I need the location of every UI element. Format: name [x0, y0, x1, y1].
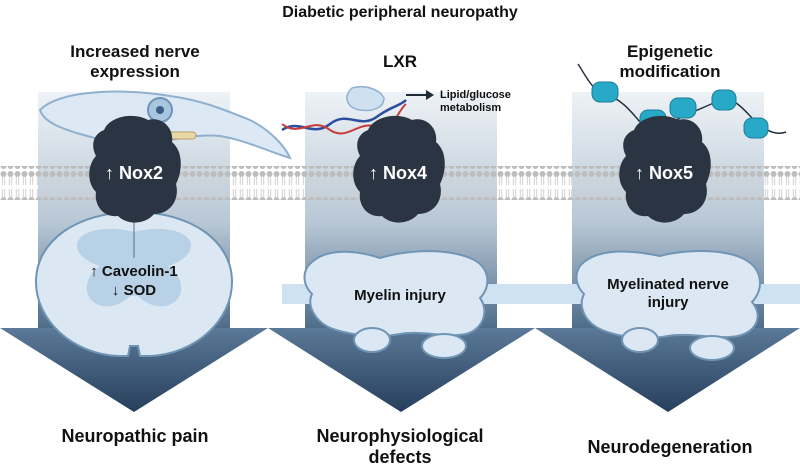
- nox-protein-1: [89, 115, 181, 223]
- nox-protein-2: [353, 115, 445, 223]
- myelin-tissue-middle: [282, 250, 537, 359]
- lipid-glucose-label: Lipid/glucose metabolism: [440, 89, 511, 114]
- arrow-to-metabolism: [406, 90, 434, 100]
- nox4-label: ↑ Nox4: [368, 163, 428, 183]
- dna-helix: [281, 86, 407, 135]
- caveolin-label: ↑ Caveolin-1: [90, 263, 178, 280]
- sod-label: ↓ SOD: [111, 282, 157, 299]
- myelin-injury-label: Myelin injury: [354, 287, 446, 304]
- column-3-outcome: Neurodegeneration: [587, 437, 753, 457]
- nox5-label: ↑ Nox5: [634, 163, 694, 183]
- myelinated-nerve-injury-label: Myelinated nerve injury: [607, 276, 729, 311]
- column-2-top-label: LXR: [383, 52, 417, 71]
- myelin-tissue-right: [535, 250, 800, 361]
- nox-protein-3: [619, 115, 711, 223]
- column-2-outcome: Neurophysiological defects: [316, 426, 484, 467]
- column-1-outcome: Neuropathic pain: [61, 426, 209, 446]
- diagram-title: Diabetic peripheral neuropathy: [282, 4, 518, 21]
- column-3-top-label: Epigenetic modification: [619, 42, 721, 81]
- nucleosome-chain: [577, 63, 787, 139]
- nox2-label: ↑ Nox2: [104, 163, 164, 183]
- column-1-top-label: Increased nerve expression: [70, 42, 200, 81]
- spinal-cord: [34, 200, 234, 357]
